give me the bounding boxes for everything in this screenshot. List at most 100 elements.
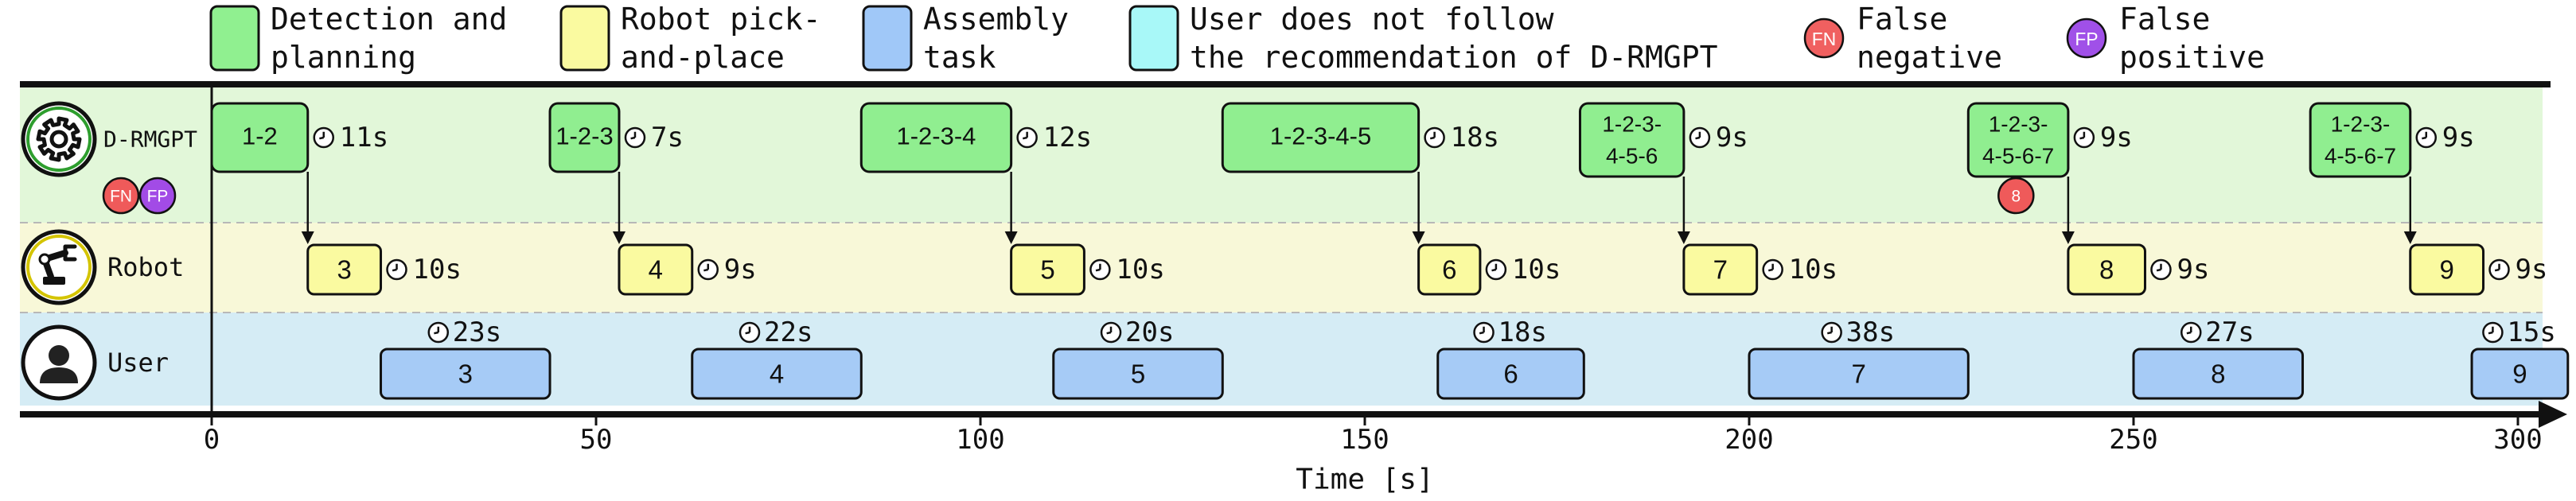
clock-icon	[2180, 321, 2202, 344]
robot-box	[618, 243, 694, 296]
planning-duration: 18s	[1451, 122, 1499, 153]
user-box	[691, 348, 863, 400]
legend-label-4-1: negative	[1857, 40, 2002, 75]
user-duration: 15s	[2507, 317, 2555, 348]
planning-duration: 9s	[1716, 122, 1748, 153]
clock-icon-hands	[392, 263, 398, 272]
user-box	[1052, 348, 1224, 400]
clock-icon	[313, 126, 334, 149]
user-icon-head	[49, 345, 69, 366]
robot-label: 5	[1040, 255, 1054, 285]
planning-to-robot-arrow-head	[1677, 231, 1690, 244]
gear-icon	[21, 101, 97, 177]
user-box	[2132, 348, 2305, 400]
user-icon-body	[40, 367, 78, 383]
robot-arm-icon-base	[43, 277, 65, 285]
clock-icon	[1821, 321, 1842, 344]
gear-icon-accent	[26, 107, 92, 172]
clock-icon	[1100, 321, 1122, 344]
clock-icon	[386, 258, 407, 281]
user-duration: 18s	[1498, 317, 1547, 348]
robot-box	[2067, 243, 2146, 296]
clock-icon-hands	[2156, 263, 2162, 272]
clock-icon-hands	[1479, 326, 1485, 335]
user-box	[1748, 348, 1970, 400]
planning-label: 4-5-6-7	[1982, 144, 2054, 169]
axis-tick-label: 0	[204, 424, 220, 456]
clock-icon-hands	[745, 326, 751, 335]
clock-icon	[1016, 126, 1038, 149]
badge-fn-text: FN	[110, 188, 132, 206]
planning-to-robot-arrow-head	[1004, 231, 1018, 244]
planning-to-robot-arrow-head	[612, 231, 625, 244]
legend-swatch-2	[862, 5, 913, 72]
clock-icon-hands	[1695, 131, 1701, 140]
clock-icon	[1089, 258, 1111, 281]
clock-icon	[2415, 126, 2438, 149]
planning-to-robot-arrow-head	[2403, 231, 2417, 244]
clock-icon-hands	[1826, 326, 1833, 335]
clock-icon-hands	[1429, 131, 1436, 140]
clock-icon	[2073, 126, 2095, 149]
user-duration: 23s	[453, 317, 501, 348]
legend-label-0-1: planning	[271, 40, 416, 75]
clock-icon-hands	[1106, 326, 1113, 335]
badge-fp-text: FP	[147, 188, 169, 206]
robot-label: 7	[1713, 255, 1728, 285]
legend-label-3-0: User does not follow	[1190, 2, 1554, 37]
user-label: 6	[1503, 359, 1518, 389]
legend-badge-fp-circle	[2066, 17, 2107, 59]
clock-icon-hands	[1767, 263, 1774, 272]
legend-label-4-0: False	[1857, 2, 1947, 37]
planning-duration: 11s	[340, 122, 388, 153]
planning-duration: 12s	[1043, 122, 1092, 153]
legend-label-1-1: and-place	[621, 40, 785, 75]
false-negative-badge: 8	[1997, 177, 2035, 215]
clock-icon	[1473, 321, 1495, 344]
robot-duration: 10s	[413, 254, 462, 285]
axis-tick-label: 50	[580, 424, 613, 456]
clock-icon	[2482, 321, 2504, 344]
legend-label-1-0: Robot pick-	[621, 2, 821, 37]
clock-icon	[1424, 126, 1445, 149]
legend-label-0-0: Detection and	[271, 2, 507, 37]
axis-title: Time [s]	[1296, 464, 1433, 496]
planning-box	[1578, 102, 1686, 178]
legend-swatch-1	[559, 5, 610, 72]
robot-label: 9	[2439, 255, 2453, 285]
gear-icon-hub	[49, 130, 68, 149]
time-axis-arrowhead	[2539, 401, 2567, 428]
robot-duration: 9s	[724, 254, 757, 285]
lane-label-user: User	[107, 348, 169, 378]
planning-box	[210, 102, 310, 173]
robot-arm-icon-accent	[26, 235, 92, 300]
robot-box	[1010, 243, 1085, 296]
robot-arm-icon-gripper	[63, 244, 77, 262]
robot-arm-icon-joint	[38, 253, 51, 266]
clock-icon-hands	[2079, 131, 2086, 140]
clock-icon	[1485, 258, 1507, 281]
robot-label: 6	[1442, 255, 1456, 285]
user-label: 5	[1131, 359, 1145, 389]
robot-arm-icon-frame	[21, 229, 97, 305]
lane-label-robot: Robot	[107, 252, 184, 282]
user-icon	[21, 324, 97, 401]
planning-box	[1221, 102, 1421, 173]
planning-label: 1-2-3-	[1989, 112, 2048, 137]
robot-label: 8	[2099, 255, 2114, 285]
legend-label-5-0: False	[2119, 2, 2210, 37]
user-box	[2470, 348, 2570, 400]
planning-duration: 9s	[2442, 122, 2475, 153]
clock-icon-hands	[2494, 263, 2500, 272]
planning-label: 1-2	[242, 122, 278, 150]
robot-duration: 9s	[2516, 254, 2548, 285]
planning-to-robot-arrow-head	[1412, 231, 1425, 244]
user-duration: 38s	[1846, 317, 1895, 348]
clock-icon-hands	[2186, 326, 2192, 335]
robot-duration: 9s	[2177, 254, 2209, 285]
legend-badge-fn-text: FN	[1812, 29, 1836, 49]
user-label: 7	[1851, 359, 1865, 389]
badge-fn-circle	[102, 177, 140, 215]
legend-swatch-3	[1128, 5, 1179, 72]
